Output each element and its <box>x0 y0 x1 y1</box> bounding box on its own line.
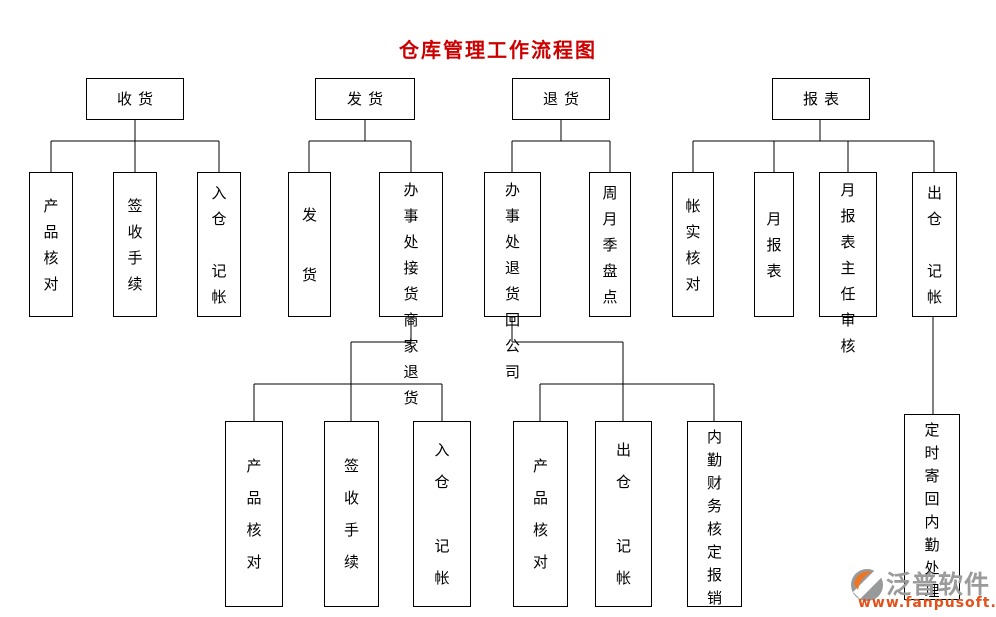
node-label: 周 月 季 盘 点 <box>602 183 618 306</box>
node-shipping: 发货 <box>315 78 415 120</box>
node-warehouse-out-bookkeeping: 出 仓 记 帐 <box>912 172 957 317</box>
node-product-check: 产 品 核 对 <box>29 172 73 317</box>
page-title: 仓库管理工作流程图 <box>399 38 597 62</box>
watermark: 泛普软件 www.fanpusoft.com <box>846 563 996 615</box>
node-label: 收货 <box>116 90 159 108</box>
node-scheduled-mail-back-internal-processing: 定 时 寄 回 内 勤 处 理 <box>904 414 960 600</box>
node-product-check-2: 产 品 核 对 <box>225 421 283 607</box>
node-monthly-report: 月 报 表 <box>754 172 794 317</box>
node-label: 帐 实 核 对 <box>685 196 701 293</box>
node-label: 发货 <box>346 90 389 108</box>
node-label: 产 品 核 对 <box>532 457 548 571</box>
node-monthly-report-director-review: 月报 表主 任审 核 <box>819 172 877 355</box>
node-label: 报表 <box>802 90 845 108</box>
node-account-reality-check: 帐 实 核 对 <box>672 172 714 317</box>
node-label: 办事 处退 货回 公司 <box>504 181 532 381</box>
node-label: 办事 处接 货商 家退 货 <box>403 181 431 407</box>
node-label: 签 收 手 续 <box>127 196 143 293</box>
node-label: 发 货 <box>301 205 317 284</box>
node-product-check-3: 产 品 核 对 <box>513 421 568 607</box>
watermark-url: www.fanpusoft.com <box>858 595 996 611</box>
fanpu-logo-icon <box>851 569 883 601</box>
node-reports: 报表 <box>772 78 870 120</box>
node-warehouse-in-bookkeeping: 入 仓 记 帐 <box>197 172 241 317</box>
node-office-returns-goods-to-company: 办事 处退 货回 公司 <box>484 172 541 381</box>
node-label: 定 时 寄 回 内 勤 处 理 <box>924 421 940 600</box>
node-label: 产 品 核 对 <box>43 196 59 293</box>
node-warehouse-in-bookkeeping-2: 入 仓 记 帐 <box>413 421 471 607</box>
node-signoff-procedure-2: 签 收 手 续 <box>324 421 379 607</box>
node-label: 签 收 手 续 <box>343 457 359 571</box>
node-signoff-procedure: 签 收 手 续 <box>113 172 157 317</box>
node-label: 产 品 核 对 <box>246 457 262 571</box>
node-periodic-inventory-check: 周 月 季 盘 点 <box>589 172 631 317</box>
node-label: 入 仓 记 帐 <box>211 183 227 306</box>
node-label: 月 报 表 <box>766 209 782 280</box>
node-warehouse-out-bookkeeping-2: 出 仓 记 帐 <box>595 421 652 607</box>
node-receiving: 收货 <box>86 78 184 120</box>
node-label: 月报 表主 任审 核 <box>840 181 868 355</box>
node-label: 内 勤 财 务 核 定 报 销 <box>706 428 722 607</box>
node-office-receives-merchant-returns: 办事 处接 货商 家退 货 <box>379 172 443 407</box>
node-label: 入 仓 记 帐 <box>434 441 450 587</box>
node-label: 退货 <box>542 90 585 108</box>
node-ship-goods: 发 货 <box>288 172 331 317</box>
node-label: 出 仓 记 帐 <box>926 183 942 306</box>
node-label: 出 仓 记 帐 <box>615 441 631 587</box>
watermark-brand: 泛普软件 <box>886 570 991 599</box>
node-internal-finance-expense-approval: 内 勤 财 务 核 定 报 销 <box>687 421 742 607</box>
node-returns: 退货 <box>512 78 610 120</box>
